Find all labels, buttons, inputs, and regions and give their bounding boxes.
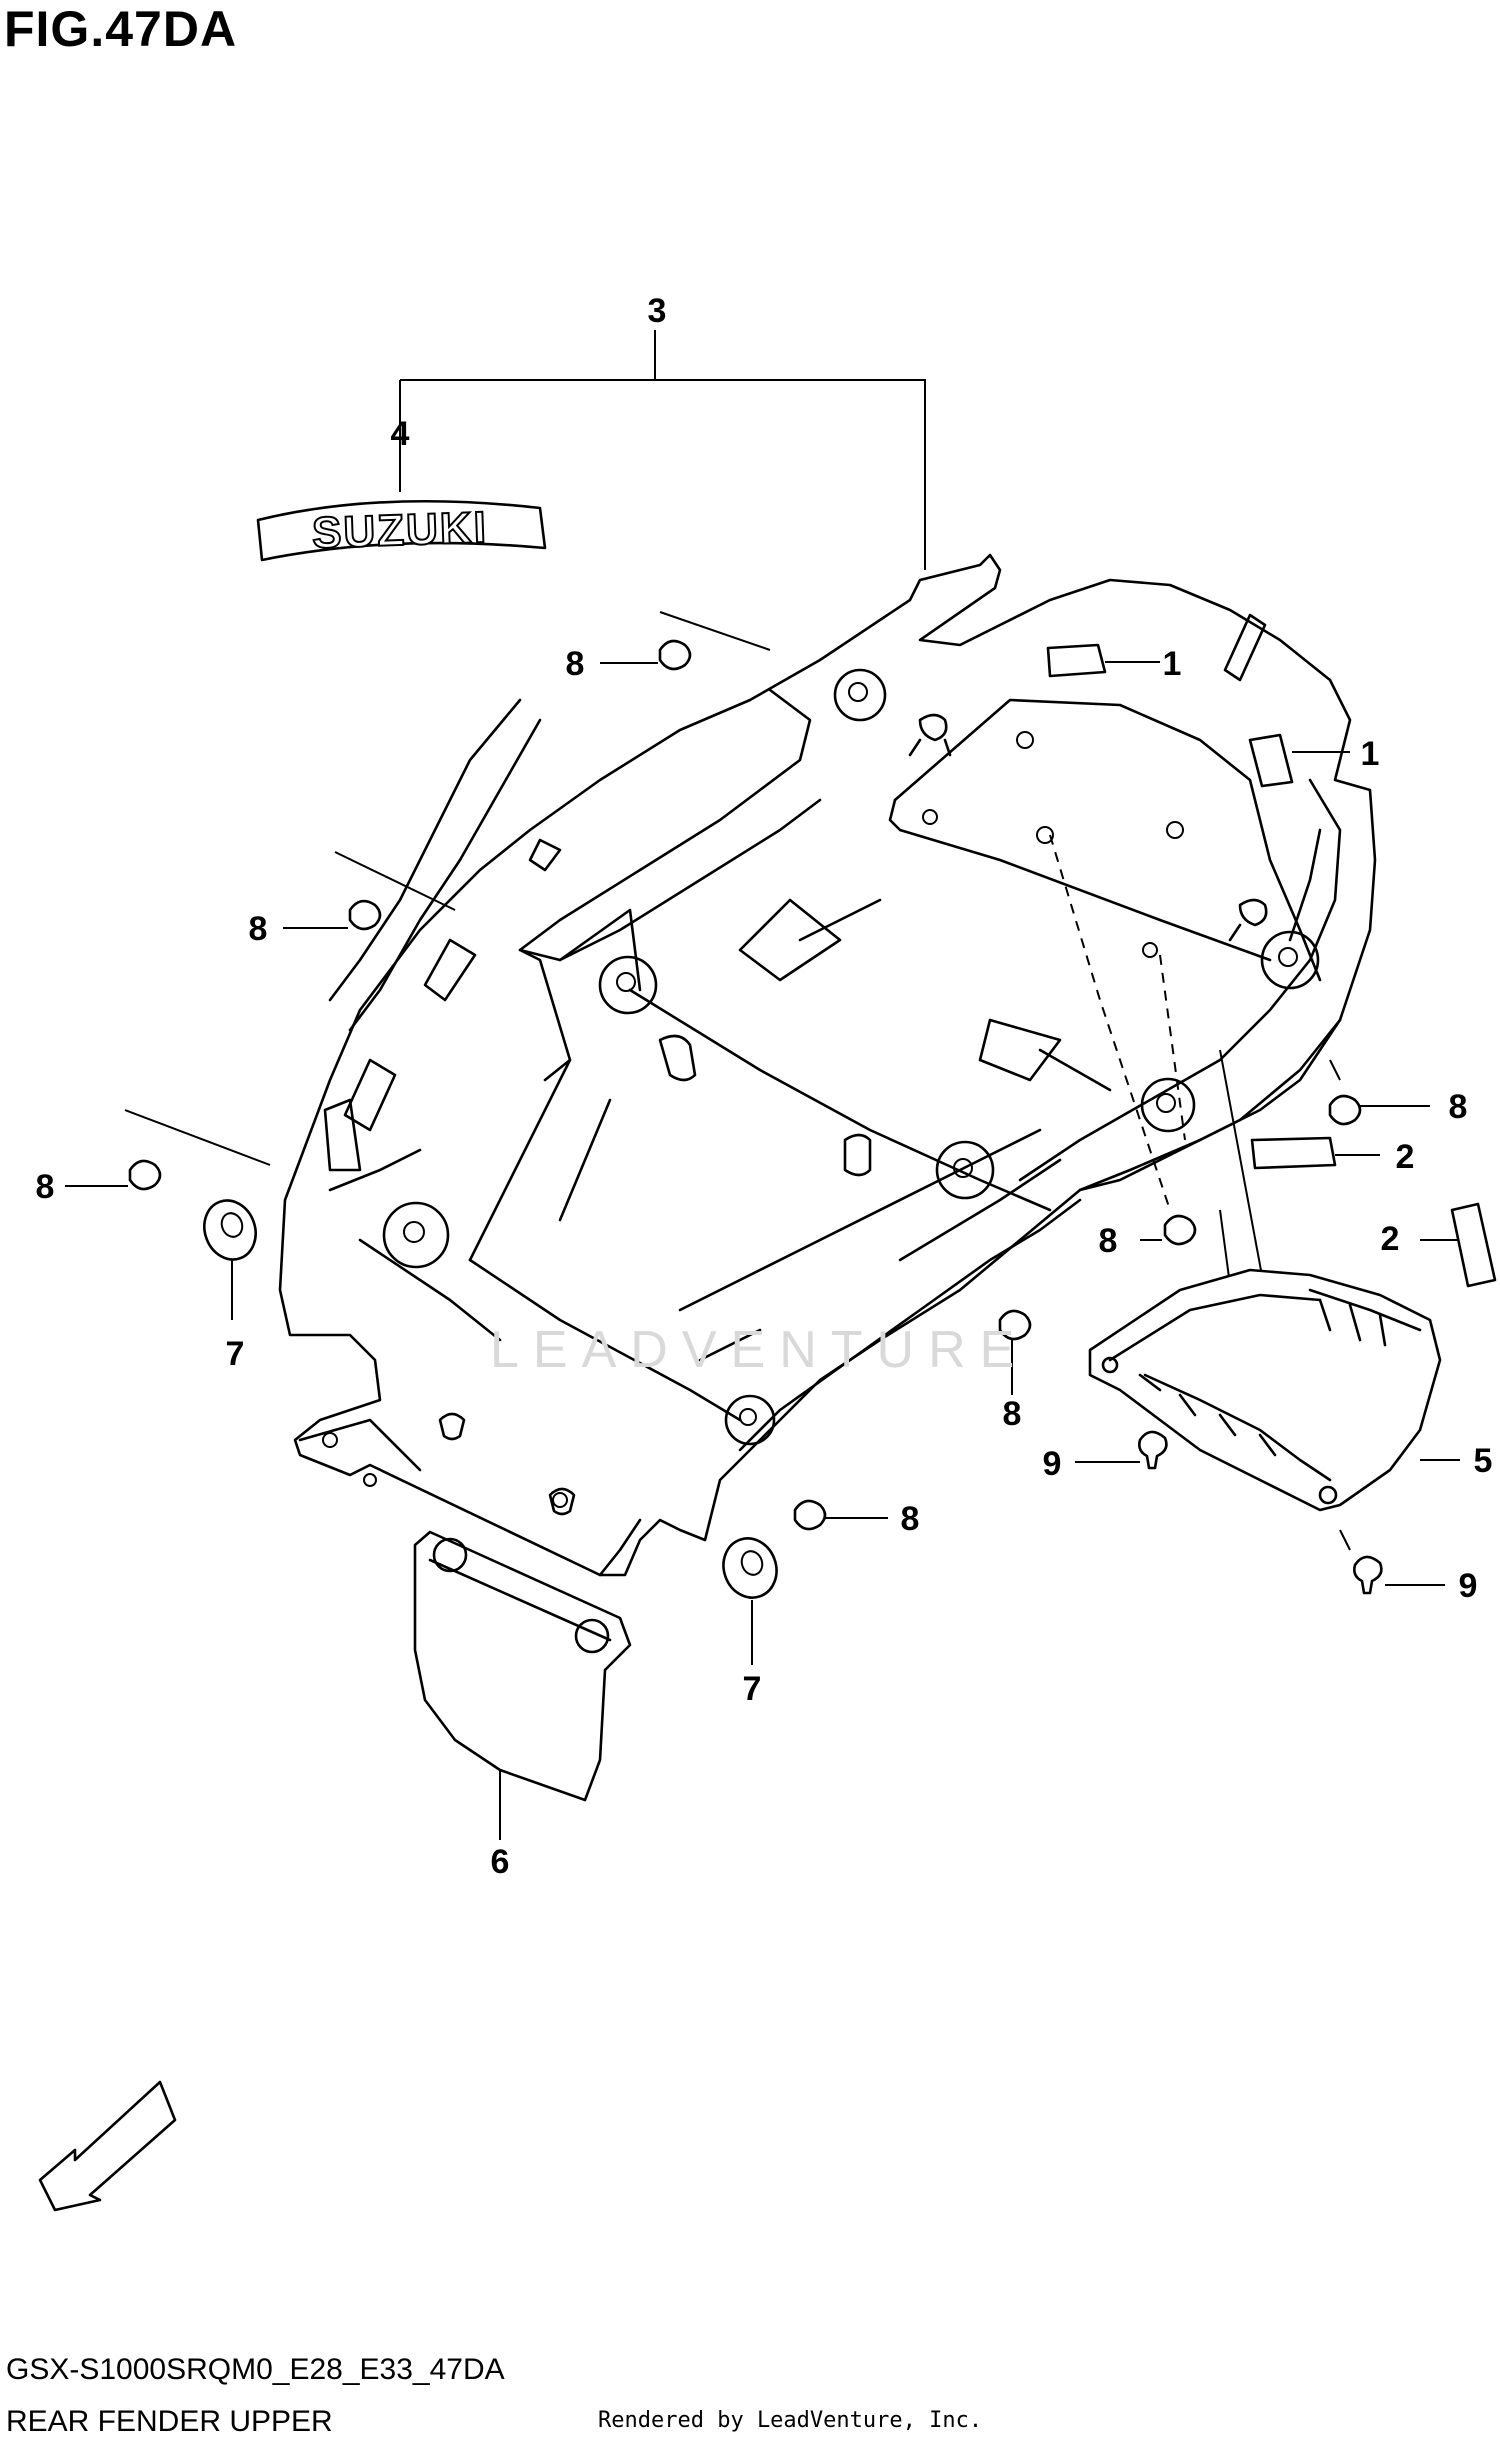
rivet-8-center-right bbox=[1140, 1214, 1197, 1246]
section-name: REAR FENDER UPPER bbox=[6, 2405, 333, 2438]
forward-direction-arrow: FWD bbox=[38, 2080, 177, 2212]
callout-8-right-upper: 8 bbox=[1449, 1088, 1468, 1126]
model-code: GSX-S1000SRQM0_E28_E33_47DA bbox=[6, 2353, 505, 2386]
rivet-8-top bbox=[600, 611, 771, 671]
callout-2-lower: 2 bbox=[1381, 1220, 1400, 1258]
group-bracket bbox=[399, 330, 926, 570]
emblem-text: SUZUKI bbox=[311, 503, 488, 558]
watermark-text: LEADVENTURE bbox=[490, 1321, 1029, 1379]
bracket-5 bbox=[1088, 1268, 1460, 1512]
screw-9-right bbox=[1339, 1529, 1445, 1595]
callout-8-center: 8 bbox=[1003, 1395, 1022, 1433]
label-2-upper bbox=[1250, 1136, 1380, 1170]
callout-8-bottom: 8 bbox=[901, 1500, 920, 1538]
callout-8-midleft: 8 bbox=[249, 910, 268, 948]
callout-8-top: 8 bbox=[566, 645, 585, 683]
rivet-8-midleft bbox=[283, 851, 456, 931]
rivet-8-left bbox=[65, 1109, 271, 1191]
figure-title: FIG.47DA bbox=[4, 1, 238, 57]
callout-1-upper: 1 bbox=[1163, 645, 1182, 683]
render-credit: Rendered by LeadVenture, Inc. bbox=[598, 2408, 983, 2433]
callout-9-right: 9 bbox=[1459, 1567, 1478, 1605]
callout-8-center-right: 8 bbox=[1099, 1222, 1118, 1260]
callout-4: 4 bbox=[391, 415, 410, 453]
rivet-8-center bbox=[998, 1309, 1032, 1395]
callout-6: 6 bbox=[491, 1843, 510, 1881]
callout-5: 5 bbox=[1474, 1442, 1493, 1480]
seal-7-right bbox=[722, 1537, 778, 1665]
suzuki-emblem: SUZUKI bbox=[256, 499, 547, 562]
label-2-lower bbox=[1420, 1202, 1497, 1288]
callout-8-left: 8 bbox=[36, 1168, 55, 1206]
callout-1-right: 1 bbox=[1361, 735, 1380, 773]
seal-7-left bbox=[203, 1199, 257, 1320]
callout-7-right: 7 bbox=[743, 1670, 762, 1708]
callout-3: 3 bbox=[648, 292, 667, 330]
mud-flap bbox=[413, 1530, 632, 1840]
rivet-8-bottom bbox=[793, 1499, 888, 1531]
callout-7-left: 7 bbox=[226, 1335, 245, 1373]
rivet-8-right-upper bbox=[1328, 1059, 1430, 1126]
label-1-upper bbox=[1046, 643, 1160, 678]
callout-2-upper: 2 bbox=[1396, 1138, 1415, 1176]
screw-9-left bbox=[1075, 1430, 1168, 1470]
label-1-right bbox=[1248, 733, 1350, 788]
rear-fender-upper-body bbox=[278, 553, 1377, 1577]
callout-9-left: 9 bbox=[1043, 1445, 1062, 1483]
